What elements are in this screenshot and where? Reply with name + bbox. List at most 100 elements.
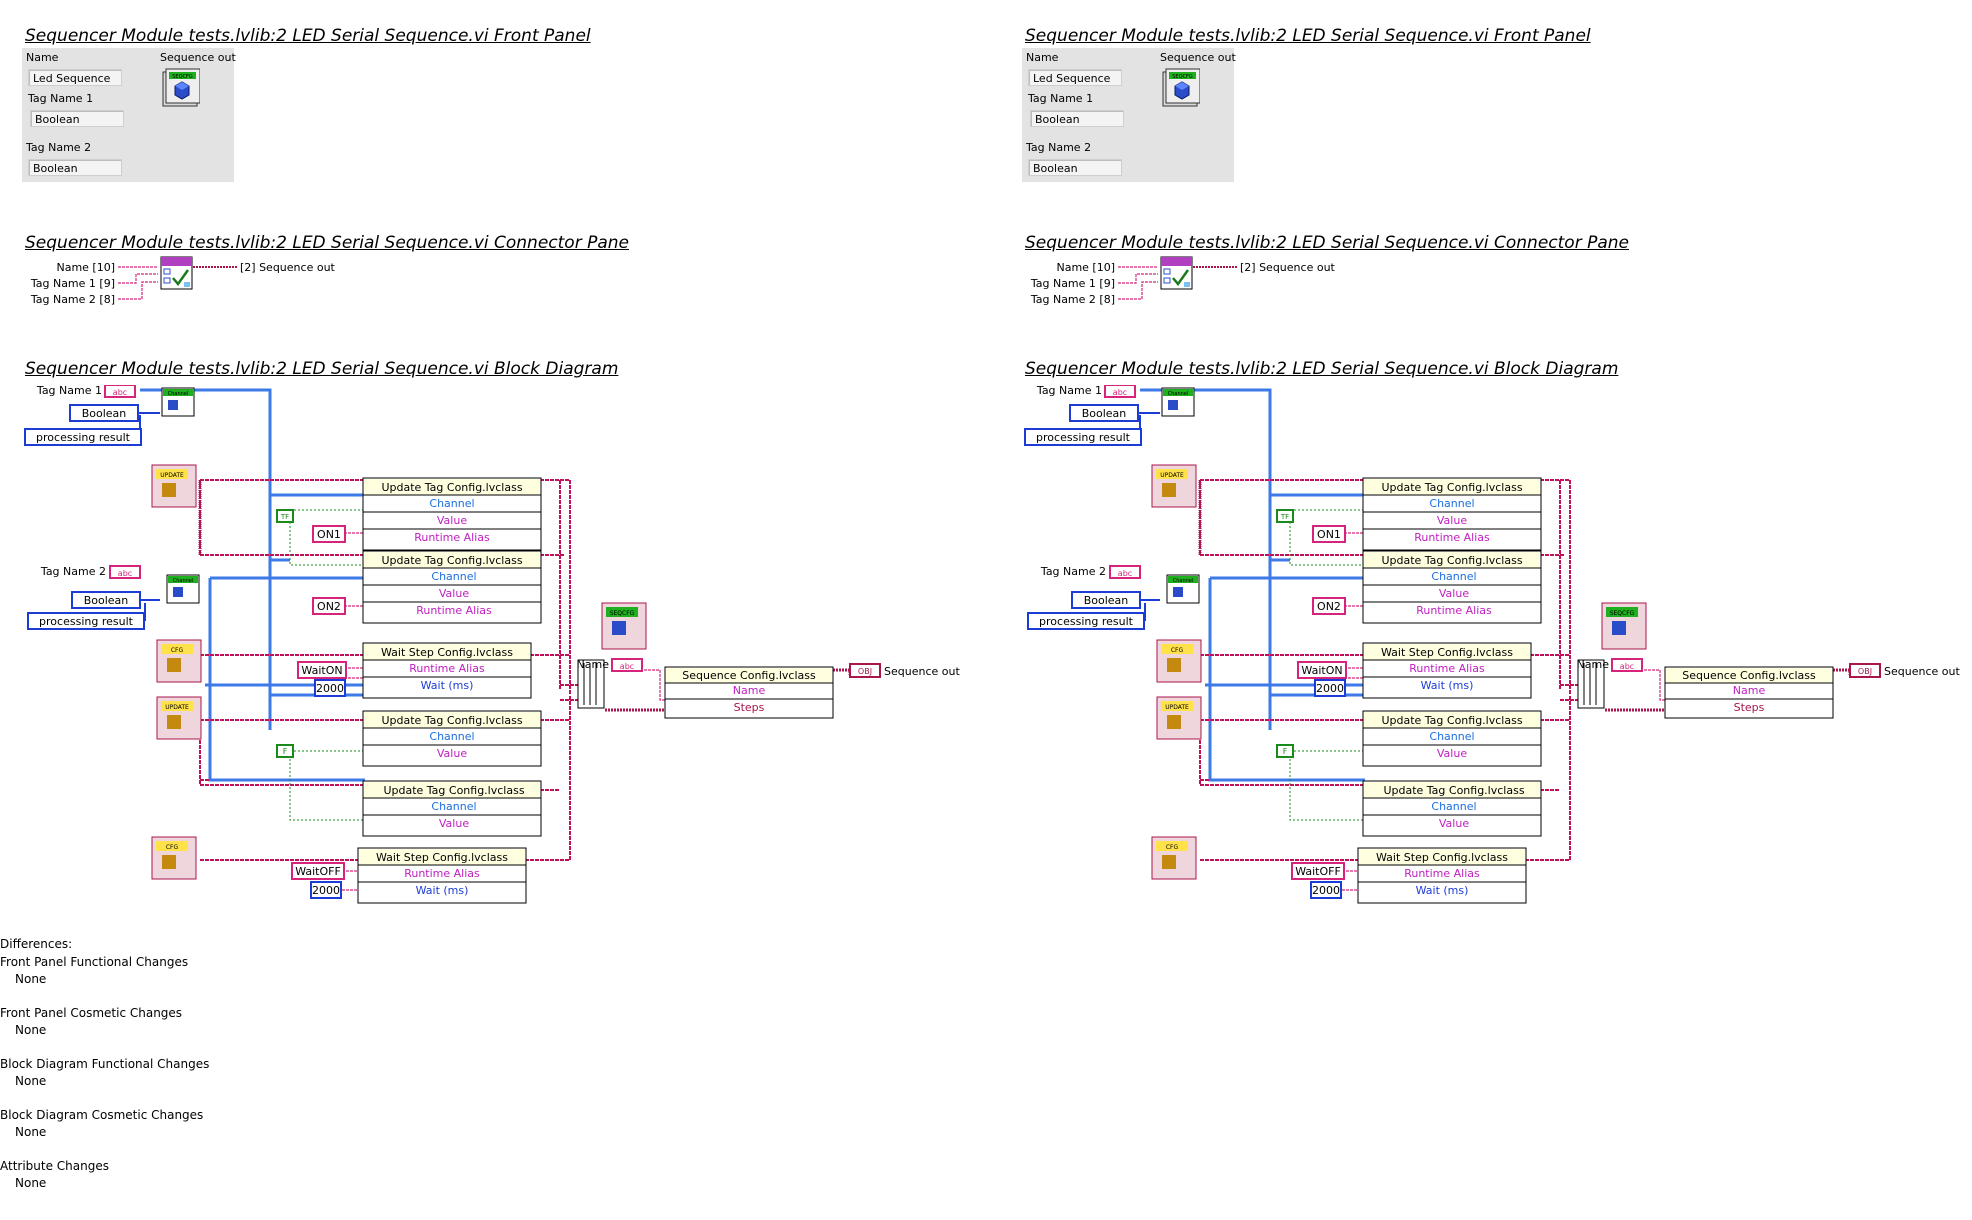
false-constant[interactable]: F [276, 744, 294, 758]
update-tag-config-node-3[interactable]: Update Tag Config.lvclass Channel Value [1362, 710, 1542, 767]
sequence-config-node[interactable]: Sequence Config.lvclass Name Steps [1664, 666, 1834, 719]
svg-text:Tag Name 2: Tag Name 2 [40, 565, 106, 578]
svg-text:WaitON: WaitON [1301, 664, 1342, 677]
wait-step-config-node-2[interactable]: Wait Step Config.lvclass Runtime Alias W… [1357, 847, 1527, 904]
svg-text:WaitON: WaitON [301, 664, 342, 677]
name-field[interactable]: Led Sequence [28, 69, 122, 86]
sequence-out-indicator-icon: SEQCFG [1162, 68, 1200, 107]
svg-text:Channel: Channel [431, 570, 476, 583]
false-constant[interactable]: F [1276, 744, 1294, 758]
block-diagram: Tag Name 1 abc Tag Name 2 abc Boolean pr… [24, 385, 960, 904]
on1-constant[interactable]: ON1 [1312, 525, 1346, 543]
cp-output-sequence-out: [2] Sequence out [240, 261, 335, 274]
front-panel-title: Sequencer Module tests.lvlib:2 LED Seria… [25, 26, 591, 46]
update-tag-config-node-4[interactable]: Update Tag Config.lvclass Channel Value [1362, 780, 1542, 837]
update-tag-config-node-4[interactable]: Update Tag Config.lvclass Channel Value [362, 780, 542, 837]
svg-text:2000: 2000 [316, 682, 344, 695]
svg-text:Channel: Channel [431, 800, 476, 813]
tag-name-1-field[interactable]: Boolean [30, 110, 124, 127]
cp-input-tag1: Tag Name 1 [9] [30, 277, 115, 290]
svg-text:Value: Value [439, 587, 469, 600]
svg-text:UPDATE: UPDATE [165, 704, 189, 711]
on2-constant[interactable]: ON2 [312, 597, 346, 615]
svg-text:CFG: CFG [1171, 647, 1184, 654]
svg-text:F: F [1283, 747, 1288, 756]
diff-value: None [15, 1176, 47, 1190]
svg-text:Update Tag Config.lvclass: Update Tag Config.lvclass [381, 554, 522, 567]
wait-2000-constant-1[interactable]: 2000 [1314, 679, 1346, 697]
update-tag-config-node-2[interactable]: Update Tag Config.lvclass Channel Value … [362, 550, 542, 624]
name-terminal: Name abc [577, 658, 643, 672]
tag-name-1-field[interactable]: Boolean [1030, 110, 1124, 127]
svg-text:SEQCFG: SEQCFG [610, 610, 635, 617]
svg-text:processing result: processing result [36, 431, 131, 444]
svg-text:Wait Step Config.lvclass: Wait Step Config.lvclass [1381, 646, 1513, 659]
sequence-config-node[interactable]: Sequence Config.lvclass Name Steps [664, 666, 834, 719]
front-panel-title: Sequencer Module tests.lvlib:2 LED Seria… [1025, 26, 1591, 46]
build-array-node[interactable] [577, 659, 605, 709]
svg-text:Runtime Alias: Runtime Alias [409, 662, 485, 675]
svg-text:WaitOFF: WaitOFF [295, 865, 341, 878]
true-false-constant[interactable]: TF [1276, 509, 1294, 523]
update-tag-config-node-1[interactable]: Update Tag Config.lvclass Channel Value … [362, 477, 542, 551]
svg-text:abc: abc [1113, 388, 1127, 397]
processing-result-ring-2[interactable]: processing result [1027, 612, 1145, 630]
svg-text:Tag Name 2: Tag Name 2 [1040, 565, 1106, 578]
boolean-ring-1[interactable]: Boolean [1069, 404, 1139, 422]
channel-constructor-1: Channel [1161, 387, 1195, 417]
tag-name-1-label: Tag Name 1 [28, 92, 94, 105]
cfg-class-constant-1: CFG [156, 639, 202, 683]
diff-label: Front Panel Cosmetic Changes [0, 1006, 183, 1020]
on1-constant[interactable]: ON1 [312, 525, 346, 543]
tag-name-2-field[interactable]: Boolean [28, 159, 122, 176]
boolean-ring-2[interactable]: Boolean [1071, 591, 1141, 609]
update-tag-config-node-3[interactable]: Update Tag Config.lvclass Channel Value [362, 710, 542, 767]
update-tag-config-node-2[interactable]: Update Tag Config.lvclass Channel Value … [1362, 550, 1542, 624]
cp-input-tag2: Tag Name 2 [8] [1030, 293, 1115, 306]
svg-text:Sequence out: Sequence out [884, 665, 960, 678]
true-false-constant[interactable]: TF [276, 509, 294, 523]
svg-text:Channel: Channel [1429, 730, 1474, 743]
waitoff-constant[interactable]: WaitOFF [1291, 862, 1345, 880]
svg-text:processing result: processing result [39, 615, 134, 628]
connector-pane-title: Sequencer Module tests.lvlib:2 LED Seria… [25, 233, 629, 253]
boolean-ring-2[interactable]: Boolean [71, 591, 141, 609]
build-array-node[interactable] [1577, 659, 1605, 709]
seqcfg-class-constant: SEQCFG [1601, 602, 1647, 650]
tag-name-2-field[interactable]: Boolean [1028, 159, 1122, 176]
tag-name-2-label: Tag Name 2 [26, 141, 92, 154]
svg-text:ON2: ON2 [1317, 600, 1341, 613]
svg-text:Steps: Steps [1734, 701, 1765, 714]
processing-result-ring-2[interactable]: processing result [27, 612, 145, 630]
processing-result-ring-1[interactable]: processing result [1024, 428, 1142, 446]
wait-2000-constant-2[interactable]: 2000 [310, 881, 342, 899]
update-class-constant-1: UPDATE [151, 464, 197, 508]
wait-2000-constant-2[interactable]: 2000 [1310, 881, 1342, 899]
wait-step-config-node-2[interactable]: Wait Step Config.lvclass Runtime Alias W… [357, 847, 527, 904]
svg-text:Channel: Channel [429, 730, 474, 743]
svg-text:Wait (ms): Wait (ms) [1421, 679, 1474, 692]
svg-text:abc: abc [1118, 569, 1132, 578]
diff-value: None [15, 1023, 47, 1037]
waiton-constant[interactable]: WaitON [297, 661, 347, 679]
svg-text:Value: Value [1437, 514, 1467, 527]
waiton-constant[interactable]: WaitON [1297, 661, 1347, 679]
name-field[interactable]: Led Sequence [1028, 69, 1122, 86]
svg-text:2000: 2000 [1316, 682, 1344, 695]
boolean-ring-1[interactable]: Boolean [69, 404, 139, 422]
sequence-out-terminal: OBJ Sequence out [849, 663, 960, 678]
cp-input-tag2: Tag Name 2 [8] [30, 293, 115, 306]
svg-text:abc: abc [113, 388, 127, 397]
wait-step-config-node-1[interactable]: Wait Step Config.lvclass Runtime Alias W… [1362, 642, 1532, 699]
cp-output-sequence-out: [2] Sequence out [1240, 261, 1335, 274]
update-tag-config-node-1[interactable]: Update Tag Config.lvclass Channel Value … [1362, 477, 1542, 551]
on2-constant[interactable]: ON2 [1312, 597, 1346, 615]
diff-value: None [15, 1074, 47, 1088]
processing-result-ring-1[interactable]: processing result [24, 428, 142, 446]
svg-text:Channel: Channel [1429, 497, 1474, 510]
wait-2000-constant-1[interactable]: 2000 [314, 679, 346, 697]
waitoff-constant[interactable]: WaitOFF [291, 862, 345, 880]
svg-text:Channel: Channel [168, 391, 189, 397]
wait-step-config-node-1[interactable]: Wait Step Config.lvclass Runtime Alias W… [362, 642, 532, 699]
svg-text:Update Tag Config.lvclass: Update Tag Config.lvclass [1381, 554, 1522, 567]
